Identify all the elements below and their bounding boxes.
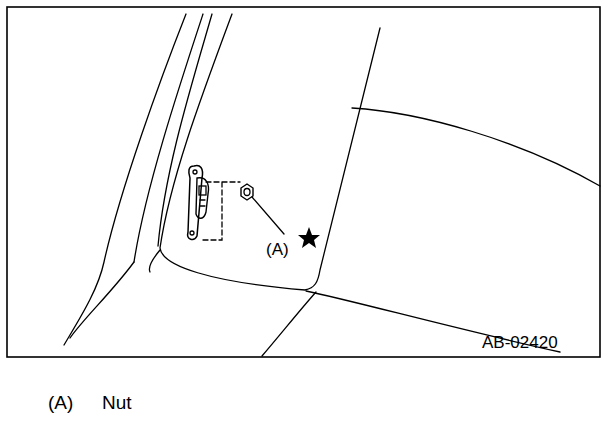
anchor-fitting [196,178,209,219]
seat-cushion [352,108,600,186]
bracket-hole [193,170,197,174]
seat-contour [134,14,203,262]
figure-code: AB-02420 [482,334,558,351]
seat-cushion [306,291,560,352]
bracket-plate [188,166,203,240]
nut-symbol [244,189,250,196]
nut-symbol [241,184,253,200]
legend-letter: (A) [48,393,73,412]
seat-contour [158,14,212,246]
leader-line [252,197,284,234]
bracket-hole [190,231,194,235]
torque-star [298,227,320,248]
anchor-fitting [199,186,206,195]
legend-text: Nut [102,393,132,412]
seat-contour [70,262,134,338]
dashed-guide [200,182,240,240]
seat-contour [149,250,160,272]
figure-frame [7,7,600,357]
callout-letter: (A) [266,241,289,258]
seat-cushion [262,292,316,356]
anchor-fitting [200,200,205,206]
seatback-outline [160,14,380,290]
